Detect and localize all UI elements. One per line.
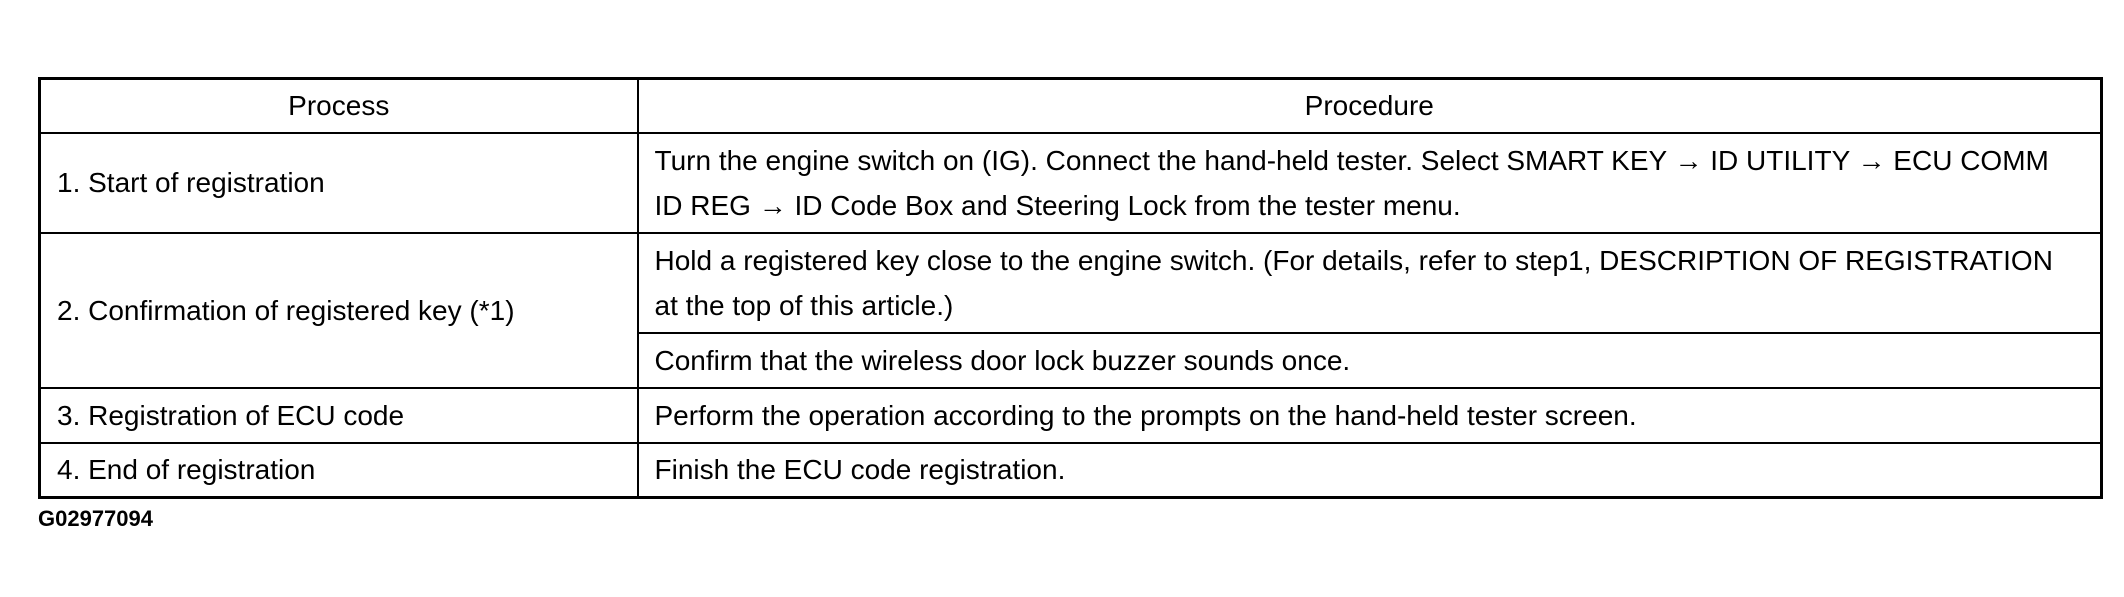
procedure-cell-end-of-registration: Finish the ECU code registration.: [636, 441, 2103, 499]
table-row: 2. Confirmation of registered key (*1) H…: [38, 231, 2103, 389]
table-header-row: Process Procedure: [38, 77, 2103, 134]
process-cell-registration-of-ecu-code: 3. Registration of ECU code: [38, 386, 639, 444]
procedure-cell-hold-registered-key: Hold a registered key close to the engin…: [636, 231, 2103, 334]
registration-procedure-table: Process Procedure 1. Start of registrati…: [38, 77, 2103, 499]
table-row: 4. End of registration Finish the ECU co…: [38, 441, 2103, 499]
process-cell-end-of-registration: 4. End of registration: [38, 441, 639, 499]
process-cell-confirmation-of-registered-key: 2. Confirmation of registered key (*1): [38, 231, 639, 389]
process-cell-start-of-registration: 1. Start of registration: [38, 131, 639, 234]
table-row: Confirm that the wireless door lock buzz…: [40, 331, 2103, 389]
process-column-header: Process: [38, 77, 639, 134]
procedure-column-header: Procedure: [636, 77, 2103, 134]
procedure-cell-start-of-registration: Turn the engine switch on (IG). Connect …: [636, 131, 2103, 234]
table-row: 1. Start of registration Turn the engine…: [38, 131, 2103, 234]
figure-id-label: G02977094: [38, 506, 153, 531]
procedure-cell-confirm-buzzer: Confirm that the wireless door lock buzz…: [636, 331, 2103, 389]
table-row: 3. Registration of ECU code Perform the …: [38, 386, 2103, 444]
procedure-cell-registration-of-ecu-code: Perform the operation according to the p…: [636, 386, 2103, 444]
